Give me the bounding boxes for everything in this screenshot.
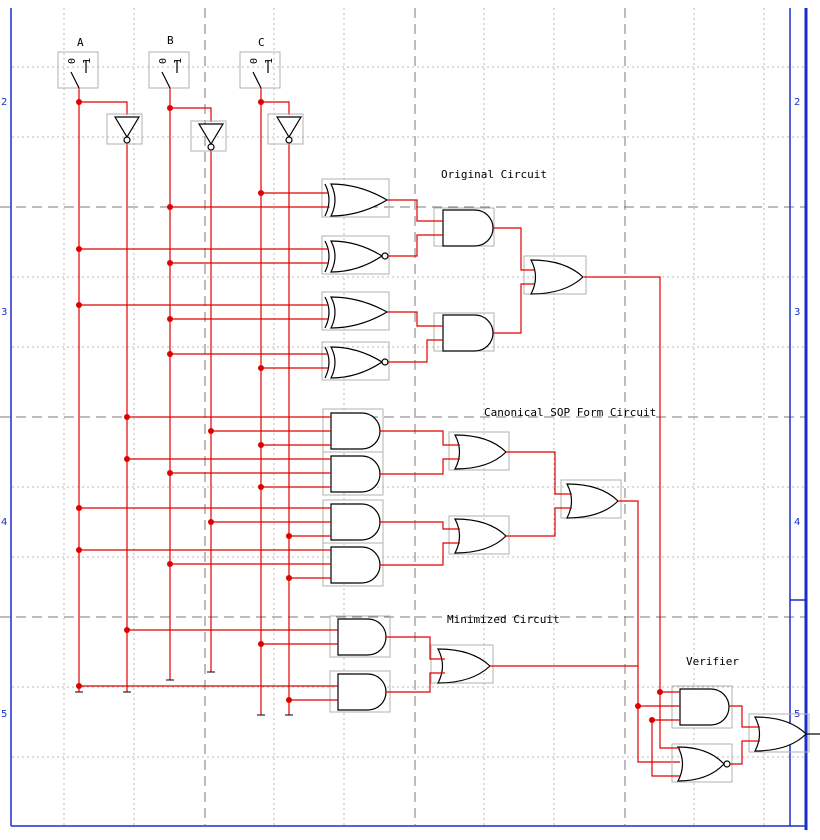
page-border (10, 8, 808, 830)
row-marker-right: 2 (794, 97, 800, 108)
row-marker-left: 4 (1, 517, 7, 528)
or-gate[interactable] (748, 713, 810, 753)
section-title-original: Original Circuit (441, 168, 547, 181)
xor-gate[interactable] (321, 291, 390, 331)
switch-state-1: 1 (173, 58, 184, 64)
switch-state-1: 1 (264, 58, 275, 64)
and-gate[interactable] (322, 451, 384, 496)
or-gate[interactable] (523, 255, 587, 295)
row-marker-right: 3 (794, 307, 800, 318)
switch-state-1: 1 (82, 58, 93, 64)
row-marker-left: 3 (1, 307, 7, 318)
not-gate-c[interactable] (267, 113, 304, 145)
canonical-sop-circuit (79, 408, 680, 763)
xnor-gate[interactable] (321, 341, 390, 381)
switch-state-0: 0 (158, 58, 169, 64)
or-gate[interactable] (430, 644, 494, 684)
and-gate[interactable] (433, 207, 495, 247)
input-label-c: C (258, 36, 265, 49)
or-gate[interactable] (448, 515, 510, 555)
and-gate[interactable] (322, 499, 384, 544)
row-marker-left: 2 (1, 97, 7, 108)
input-switch-b[interactable]: B 0 1 (148, 34, 190, 89)
nor-gate[interactable] (671, 743, 733, 783)
input-label-b: B (167, 34, 174, 47)
row-marker-left: 5 (1, 709, 7, 720)
bus-wires (75, 88, 293, 716)
and-gate[interactable] (329, 670, 391, 713)
not-gate-b[interactable] (190, 120, 227, 152)
wire-junctions (76, 99, 663, 723)
input-label-a: A (77, 36, 84, 49)
switch-state-0: 0 (249, 58, 260, 64)
section-title-minimized: Minimized Circuit (447, 613, 560, 626)
input-switch-a[interactable]: A 0 1 (57, 36, 99, 89)
or-gate[interactable] (560, 479, 622, 519)
section-title-canonical: Canonical SOP Form Circuit (484, 406, 656, 419)
xor-gate[interactable] (321, 178, 390, 218)
original-circuit (79, 178, 661, 692)
input-switch-c[interactable]: C 0 1 (239, 36, 281, 89)
and-gate[interactable] (329, 615, 391, 658)
row-markers: 2 2 3 3 4 4 5 5 (1, 97, 800, 720)
and-gate[interactable] (433, 312, 495, 352)
verifier-circuit (638, 685, 820, 783)
and-gate[interactable] (671, 685, 733, 729)
and-gate[interactable] (322, 408, 384, 453)
not-gate-a[interactable] (106, 113, 143, 145)
or-gate[interactable] (448, 431, 510, 471)
minimized-circuit (79, 615, 638, 713)
switch-state-0: 0 (67, 58, 78, 64)
row-marker-right: 4 (794, 517, 800, 528)
and-gate[interactable] (322, 542, 384, 587)
section-title-verifier: Verifier (686, 655, 739, 668)
xnor-gate[interactable] (321, 235, 390, 275)
